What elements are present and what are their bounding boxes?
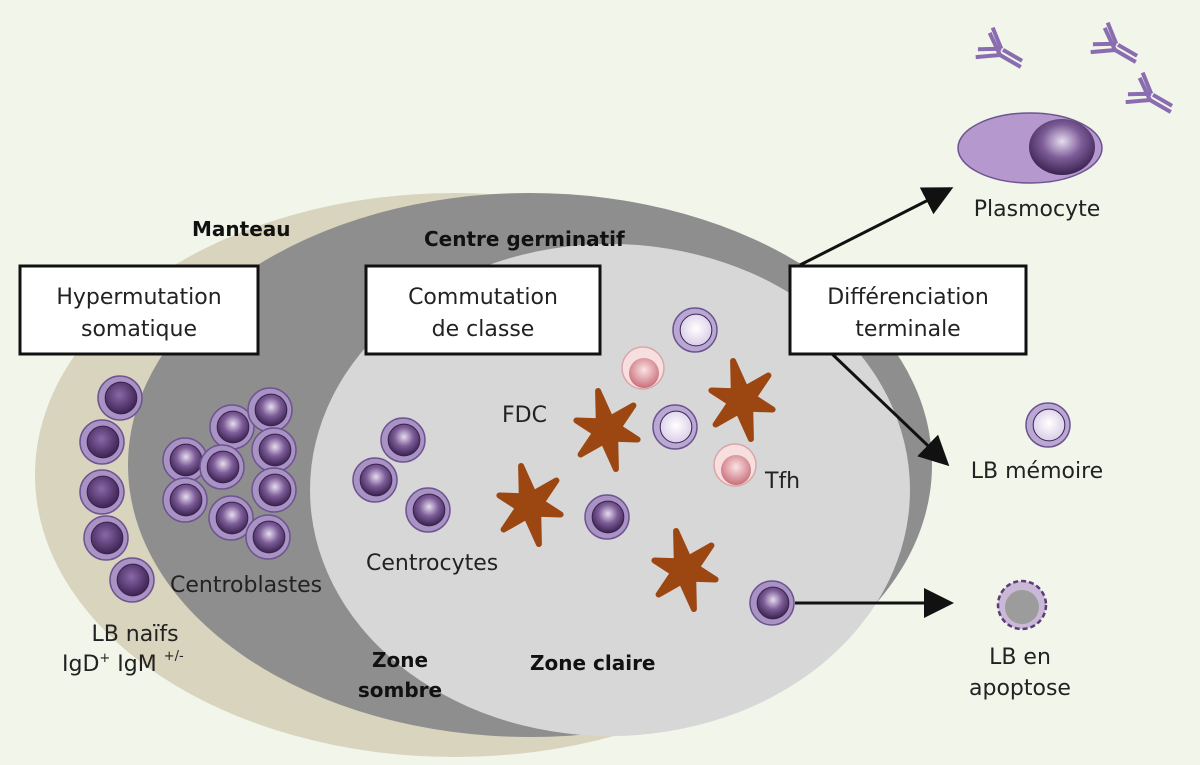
fdc-cell — [573, 388, 641, 472]
differentiation-box: Différenciation terminale — [788, 264, 1028, 356]
naive-b-cell — [79, 469, 125, 515]
plasma-cell — [957, 112, 1103, 184]
centrocyte — [352, 457, 398, 503]
fdc-cell — [708, 358, 776, 442]
differentiation-line-1: Différenciation — [827, 285, 989, 310]
dark-zone-label-1: Zone — [372, 648, 428, 672]
b-cell-light — [672, 307, 718, 353]
centroblast — [162, 477, 208, 523]
naive-b-cell — [79, 419, 125, 465]
differentiation-line-2: terminale — [855, 317, 960, 342]
centroblast — [208, 495, 254, 541]
tfh-cell — [713, 443, 757, 487]
arrow-to-memory — [828, 350, 950, 467]
naive-b-cell — [109, 557, 155, 603]
apoptosis-label-1: LB en — [989, 645, 1051, 670]
germinal-center-label: Centre germinatif — [424, 227, 625, 251]
tfh-label: Tfh — [764, 469, 800, 494]
fdc-cell — [651, 528, 719, 612]
mantle-label: Manteau — [192, 217, 291, 241]
centroblast — [245, 514, 291, 560]
antibody-icon — [1090, 21, 1139, 64]
centrocyte — [584, 494, 630, 540]
light-zone-label: Zone claire — [530, 651, 656, 675]
class-switch-line-1: Commutation — [408, 285, 558, 310]
cells-layer — [79, 21, 1174, 631]
fdc-label: FDC — [502, 403, 547, 428]
antibody-icon — [1125, 71, 1174, 114]
centrocyte — [749, 580, 795, 626]
class-switch-box: Commutation de classe — [364, 264, 602, 356]
b-cell-light — [652, 404, 698, 450]
naive-b-cell — [83, 515, 129, 561]
arrow-to-plasma-cell — [799, 187, 954, 267]
centrocytes-label: Centrocytes — [366, 551, 498, 576]
class-switch-line-2: de classe — [432, 317, 535, 342]
apoptotic-b-cell — [996, 579, 1048, 631]
dark-zone-label-2: sombre — [358, 678, 442, 702]
hypermutation-line-2: somatique — [81, 317, 197, 342]
centrocyte — [380, 417, 426, 463]
centroblast — [247, 387, 293, 433]
centroblast — [199, 444, 245, 490]
memory-label: LB mémoire — [971, 459, 1103, 484]
plasma-cell-label: Plasmocyte — [974, 197, 1101, 222]
centroblast — [209, 404, 255, 450]
centroblast — [251, 467, 297, 513]
hypermutation-line-1: Hypermutation — [56, 285, 221, 310]
hypermutation-box: Hypermutation somatique — [18, 264, 260, 356]
memory-b-cell — [1025, 402, 1071, 448]
naive-label-1: LB naïfs — [91, 622, 178, 647]
fdc-cell — [496, 463, 564, 547]
apoptosis-label-2: apoptose — [969, 676, 1071, 701]
centrocyte — [405, 487, 451, 533]
centroblast — [251, 427, 297, 473]
tfh-cell — [621, 346, 665, 390]
naive-label-2: IgD+ IgM +/- — [62, 649, 184, 677]
naive-b-cell — [97, 375, 143, 421]
antibody-icon — [975, 26, 1024, 69]
centroblasts-label: Centroblastes — [170, 573, 322, 598]
